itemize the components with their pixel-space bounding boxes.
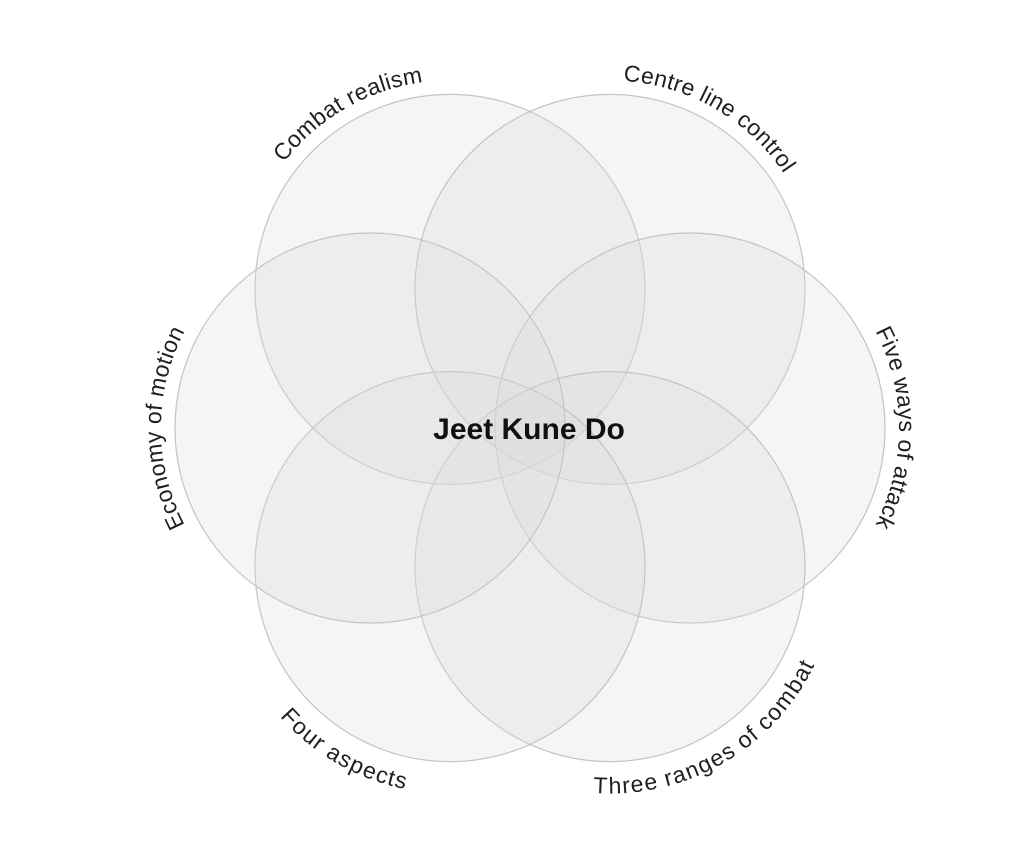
petal-circles [174, 93, 886, 763]
petal-circle [414, 93, 806, 485]
petal-circle [494, 232, 886, 624]
center-label: Jeet Kune Do [433, 413, 625, 446]
petal-circle [254, 93, 646, 485]
petal-circle [254, 370, 646, 763]
petal-circle [174, 232, 566, 624]
petal-circle [414, 370, 806, 763]
